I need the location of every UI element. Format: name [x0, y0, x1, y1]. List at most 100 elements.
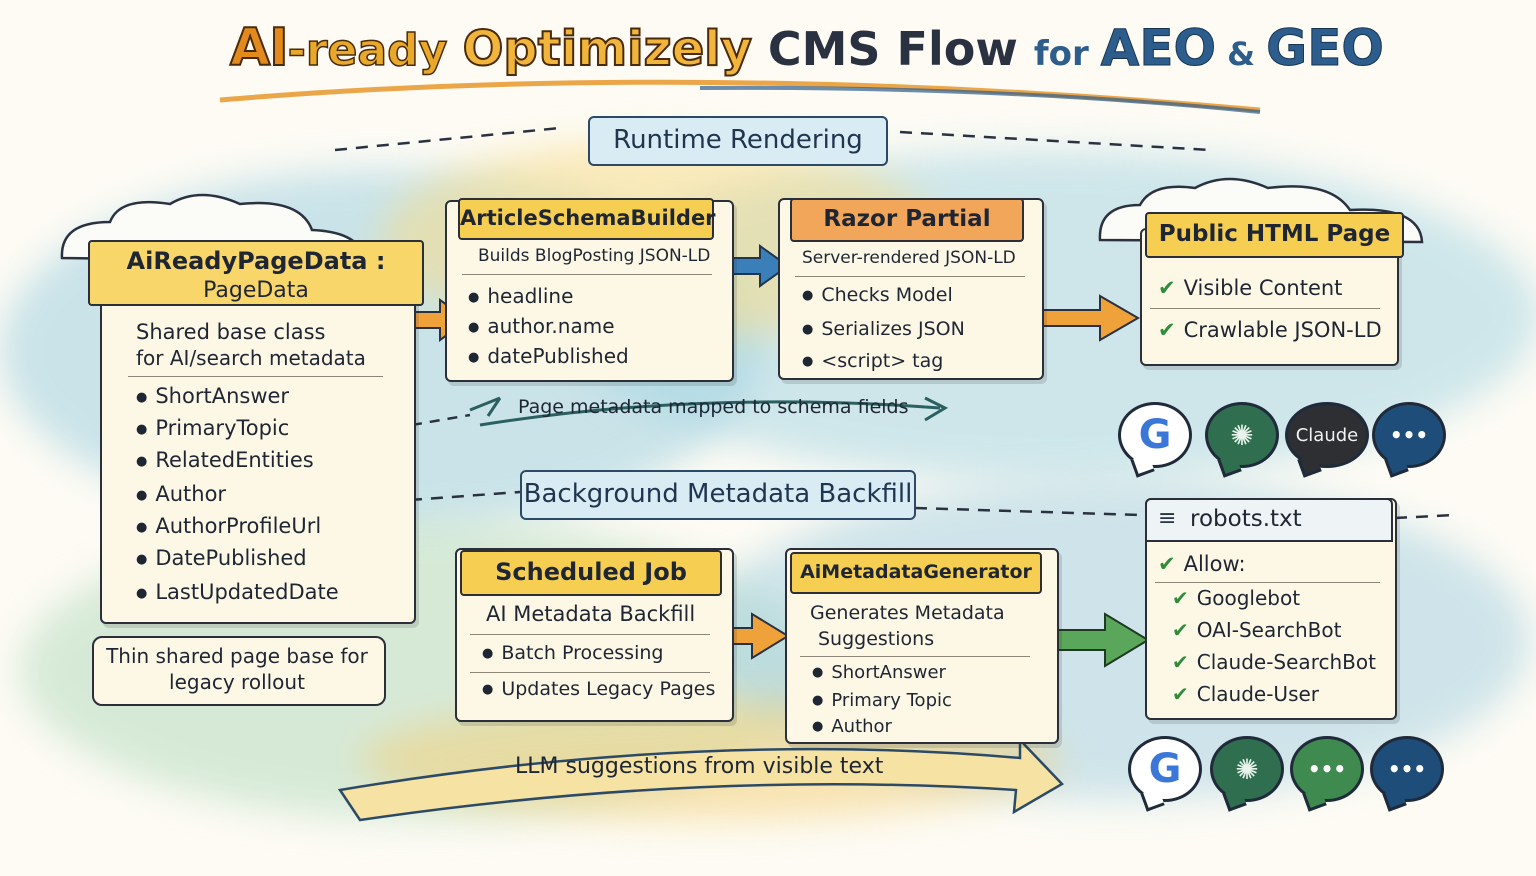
- generated-field: Primary Topic: [812, 690, 952, 711]
- banner-metadata-backfill: Background Metadata Backfill: [520, 470, 916, 520]
- schema-builder-desc: Builds BlogPosting JSON-LD: [478, 246, 711, 266]
- banner-runtime-rendering: Runtime Rendering: [588, 116, 888, 166]
- title-part: Optimizely: [462, 21, 753, 77]
- google-icon: G: [1118, 402, 1192, 478]
- robots-bot: ✔ Claude-SearchBot: [1172, 650, 1376, 674]
- robots-txt-title: robots.txt: [1190, 506, 1302, 532]
- chat-icon: •••: [1370, 736, 1444, 812]
- schema-field: headline: [468, 284, 573, 308]
- banner-label: Background Metadata Backfill: [523, 479, 913, 509]
- google-icon: G: [1128, 736, 1202, 812]
- divider: [800, 656, 1030, 657]
- chat-icon: •••: [1290, 736, 1364, 812]
- bot-name: Googlebot: [1196, 586, 1301, 610]
- diagram-title: AI-ready Optimizely CMS Flow for AEO & G…: [229, 19, 1385, 77]
- metadata-generator-desc: Generates Metadata: [810, 602, 1005, 624]
- check-icon: ✔: [1172, 586, 1189, 610]
- razor-partial-desc: Server-rendered JSON-LD: [802, 248, 1016, 268]
- claude-label: Claude: [1295, 424, 1359, 446]
- page-data-desc: Shared base class: [136, 320, 326, 344]
- page-data-field: PrimaryTopic: [136, 416, 289, 440]
- check-icon: ✔: [1172, 682, 1189, 706]
- allow-label: Allow:: [1183, 552, 1246, 576]
- robots-bot: ✔ Googlebot: [1172, 586, 1300, 610]
- chat-icon: •••: [1372, 402, 1446, 478]
- page-data-field: RelatedEntities: [136, 448, 313, 472]
- robots-bot: ✔ Claude-User: [1172, 682, 1319, 706]
- claude-icon: Claude: [1285, 402, 1369, 478]
- public-page-check: ✔ Visible Content: [1158, 276, 1342, 300]
- robots-txt-header-bar: [1145, 498, 1393, 542]
- database-icon: [625, 286, 715, 358]
- chat-dots: •••: [1389, 423, 1429, 447]
- bot-name: Claude-SearchBot: [1196, 650, 1376, 674]
- title-part: AEO: [1100, 19, 1216, 77]
- scheduled-job-desc: AI Metadata Backfill: [486, 602, 696, 626]
- divider: [128, 376, 383, 377]
- page-data-subtitle: PageData: [203, 278, 309, 303]
- banner-ribbon: [520, 470, 916, 520]
- page-data-field: DatePublished: [136, 546, 306, 570]
- bot-name: Claude-User: [1196, 682, 1320, 706]
- title-part: -ready: [287, 25, 463, 76]
- chat-dots: •••: [1307, 757, 1347, 781]
- metadata-generator-header: AiMetadataGenerator: [790, 552, 1042, 594]
- menu-lines-icon: ≡: [1158, 506, 1177, 531]
- page-data-header: AiReadyPageData : PageData: [88, 240, 424, 306]
- robots-bot: ✔ OAI-SearchBot: [1172, 618, 1341, 642]
- title-part: CMS Flow: [751, 22, 1034, 76]
- title-part: &: [1215, 35, 1267, 73]
- page-data-field: AuthorProfileUrl: [136, 514, 321, 538]
- thin-base-note-box: [92, 636, 386, 706]
- check-label: Visible Content: [1183, 276, 1343, 300]
- check-icon: ✔: [1172, 650, 1189, 674]
- divider: [1155, 582, 1380, 583]
- check-label: Crawlable JSON-LD: [1183, 318, 1382, 342]
- page-data-desc: for AI/search metadata: [136, 346, 366, 370]
- openai-icon: ✺: [1205, 402, 1279, 478]
- page-data-field: ShortAnswer: [136, 384, 289, 408]
- generated-field: ShortAnswer: [812, 662, 946, 683]
- llm-suggestions-note: LLM suggestions from visible text: [515, 754, 884, 779]
- check-icon: ✔: [1158, 552, 1176, 576]
- robots-allow: ✔ Allow:: [1158, 552, 1246, 576]
- public-page-check: ✔ Crawlable JSON-LD: [1158, 318, 1382, 342]
- page-data-field: Author: [136, 482, 226, 506]
- schema-field: author.name: [468, 314, 614, 338]
- google-glyph: G: [1138, 412, 1172, 458]
- check-icon: ✔: [1172, 618, 1189, 642]
- public-page-header: Public HTML Page: [1145, 212, 1404, 258]
- page-data-title: AiReadyPageData :: [126, 247, 386, 275]
- razor-step: Checks Model: [802, 284, 952, 306]
- metadata-generator-desc: Suggestions: [818, 628, 935, 650]
- schema-field: datePublished: [468, 344, 628, 368]
- divider: [470, 672, 710, 673]
- page-data-field: LastUpdatedDate: [136, 580, 338, 604]
- divider: [1150, 308, 1380, 309]
- check-icon: ✔: [1158, 318, 1176, 342]
- title-part: AI: [229, 18, 290, 78]
- openai-icon: ✺: [1210, 736, 1284, 812]
- banner-ribbon: [588, 116, 888, 166]
- divider: [795, 276, 1025, 277]
- generated-field: Author: [812, 716, 892, 737]
- check-icon: ✔: [1158, 276, 1176, 300]
- banner-label: Runtime Rendering: [613, 125, 863, 155]
- divider: [470, 634, 710, 635]
- scheduled-job-step: Updates Legacy Pages: [482, 678, 715, 700]
- mapping-note: Page metadata mapped to schema fields: [518, 396, 909, 418]
- razor-partial-header: Razor Partial: [790, 198, 1024, 242]
- scheduled-job-step: Batch Processing: [482, 642, 663, 664]
- scheduled-job-header: Scheduled Job: [460, 550, 722, 596]
- title-part: for: [1033, 34, 1101, 74]
- title-part: GEO: [1266, 19, 1385, 77]
- bot-name: OAI-SearchBot: [1196, 618, 1342, 642]
- schema-builder-header: ArticleSchemaBuilder: [458, 198, 716, 240]
- thin-base-note: legacy rollout: [169, 670, 305, 694]
- thin-base-note: Thin shared page base for: [106, 644, 368, 668]
- chat-dots: •••: [1387, 757, 1427, 781]
- razor-step: <script> tag: [802, 350, 943, 372]
- divider: [462, 274, 712, 275]
- razor-step: Serializes JSON: [802, 318, 964, 340]
